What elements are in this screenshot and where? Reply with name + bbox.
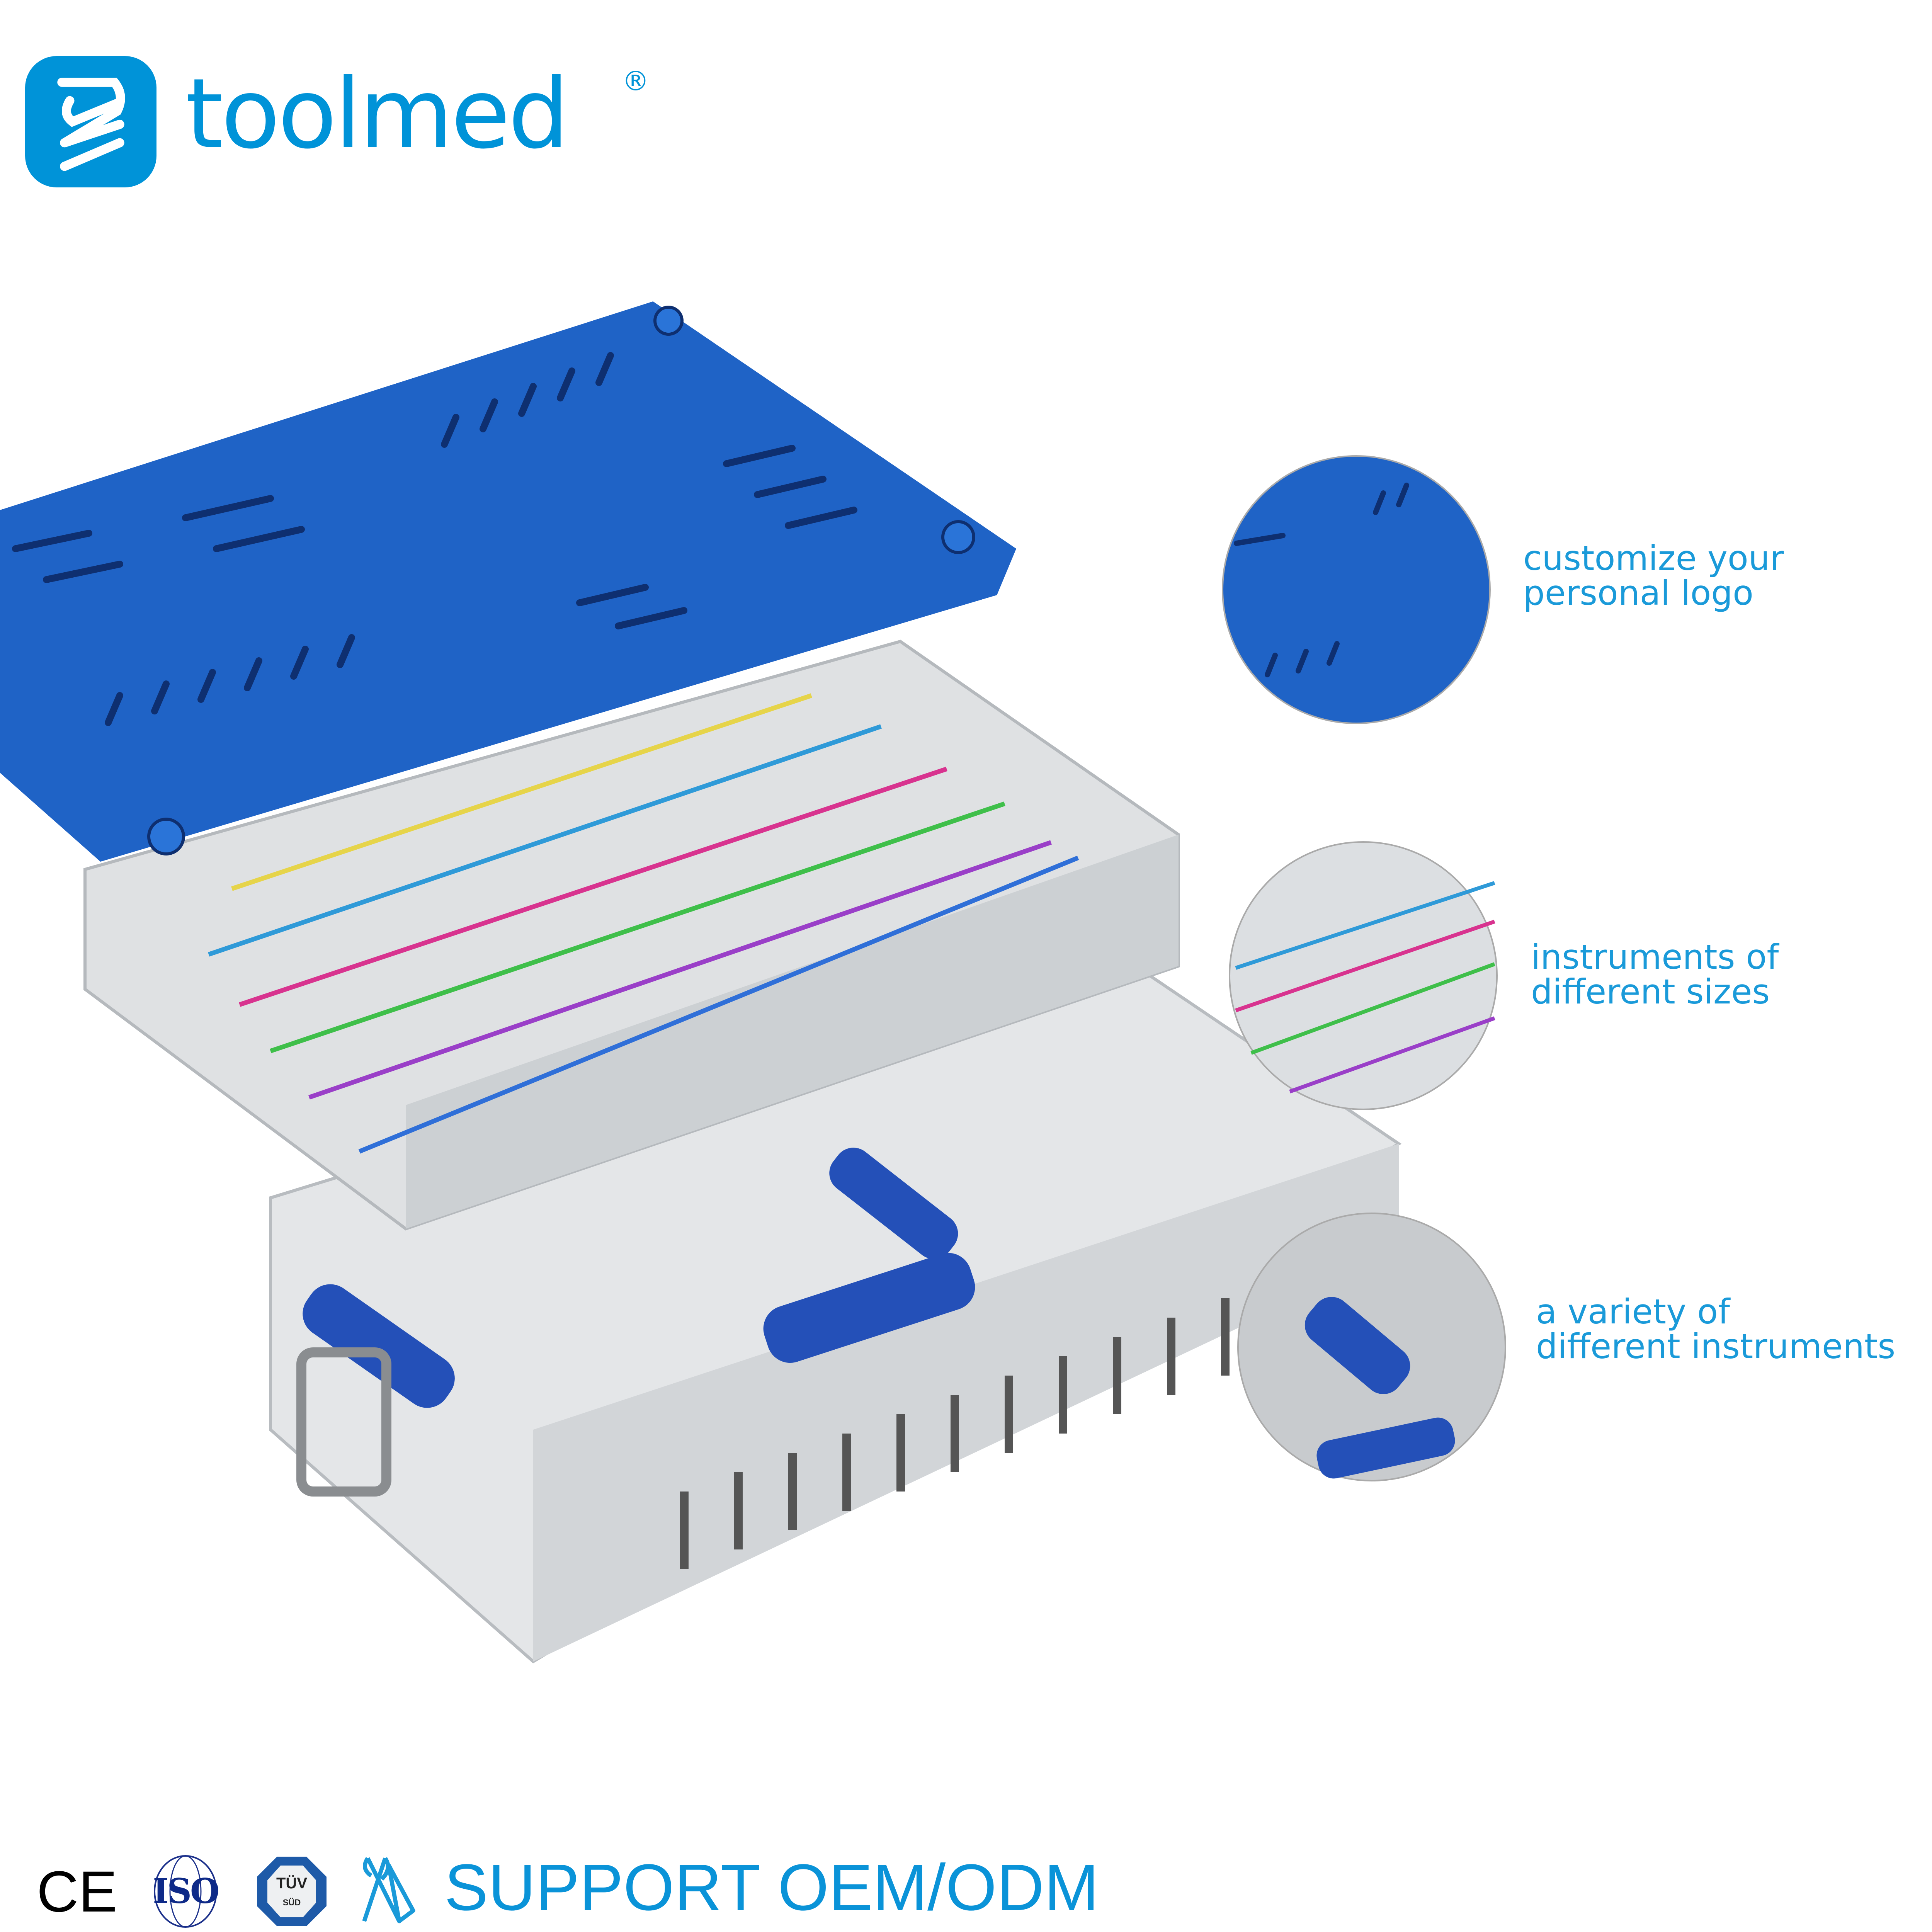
callout-logo: customize your personal logo bbox=[1523, 541, 1784, 611]
detail-circle-logo bbox=[1222, 455, 1491, 724]
callout-line: personal logo bbox=[1523, 573, 1753, 613]
instrument-handles bbox=[303, 1148, 975, 1408]
callout-line: instruments of bbox=[1531, 937, 1779, 977]
lid-screw bbox=[147, 818, 185, 855]
lid bbox=[0, 301, 1016, 862]
box-vent-slots bbox=[680, 1298, 1230, 1569]
iso-badge: ISO bbox=[137, 1855, 234, 1928]
ce-mark: CE bbox=[37, 1859, 117, 1924]
detail-circle-instruments bbox=[1237, 1213, 1506, 1481]
globe-icon bbox=[154, 1855, 217, 1928]
product-image bbox=[0, 301, 1402, 1663]
oem-odm-text: SUPPORT OEM/ODM bbox=[444, 1851, 1099, 1924]
tuv-octagon-icon bbox=[257, 1857, 327, 1926]
sud-text: SÜD bbox=[282, 1898, 301, 1907]
tuv-text: TÜV bbox=[276, 1875, 307, 1892]
callout-line: different sizes bbox=[1531, 972, 1770, 1012]
callout-line: different instruments bbox=[1536, 1327, 1896, 1366]
brand-name: toolmed bbox=[185, 58, 569, 170]
brand-logo bbox=[25, 56, 156, 187]
callout-variety: a variety of different instruments bbox=[1536, 1294, 1895, 1364]
tray-rods bbox=[208, 693, 1079, 1154]
logo-icon bbox=[25, 56, 156, 187]
registered-mark: ® bbox=[622, 65, 649, 97]
callout-line: customize your bbox=[1523, 538, 1784, 578]
iso-text: ISO bbox=[153, 1871, 219, 1911]
latch-handle bbox=[296, 1347, 391, 1497]
oem-tools-icon bbox=[362, 1857, 415, 1923]
callout-line: a variety of bbox=[1536, 1292, 1730, 1332]
callout-sizes: instruments of different sizes bbox=[1531, 940, 1779, 1009]
tuv-badge: TÜV SÜD bbox=[255, 1855, 328, 1928]
lid-slots bbox=[12, 352, 857, 726]
detail-circle-rods bbox=[1229, 841, 1498, 1110]
